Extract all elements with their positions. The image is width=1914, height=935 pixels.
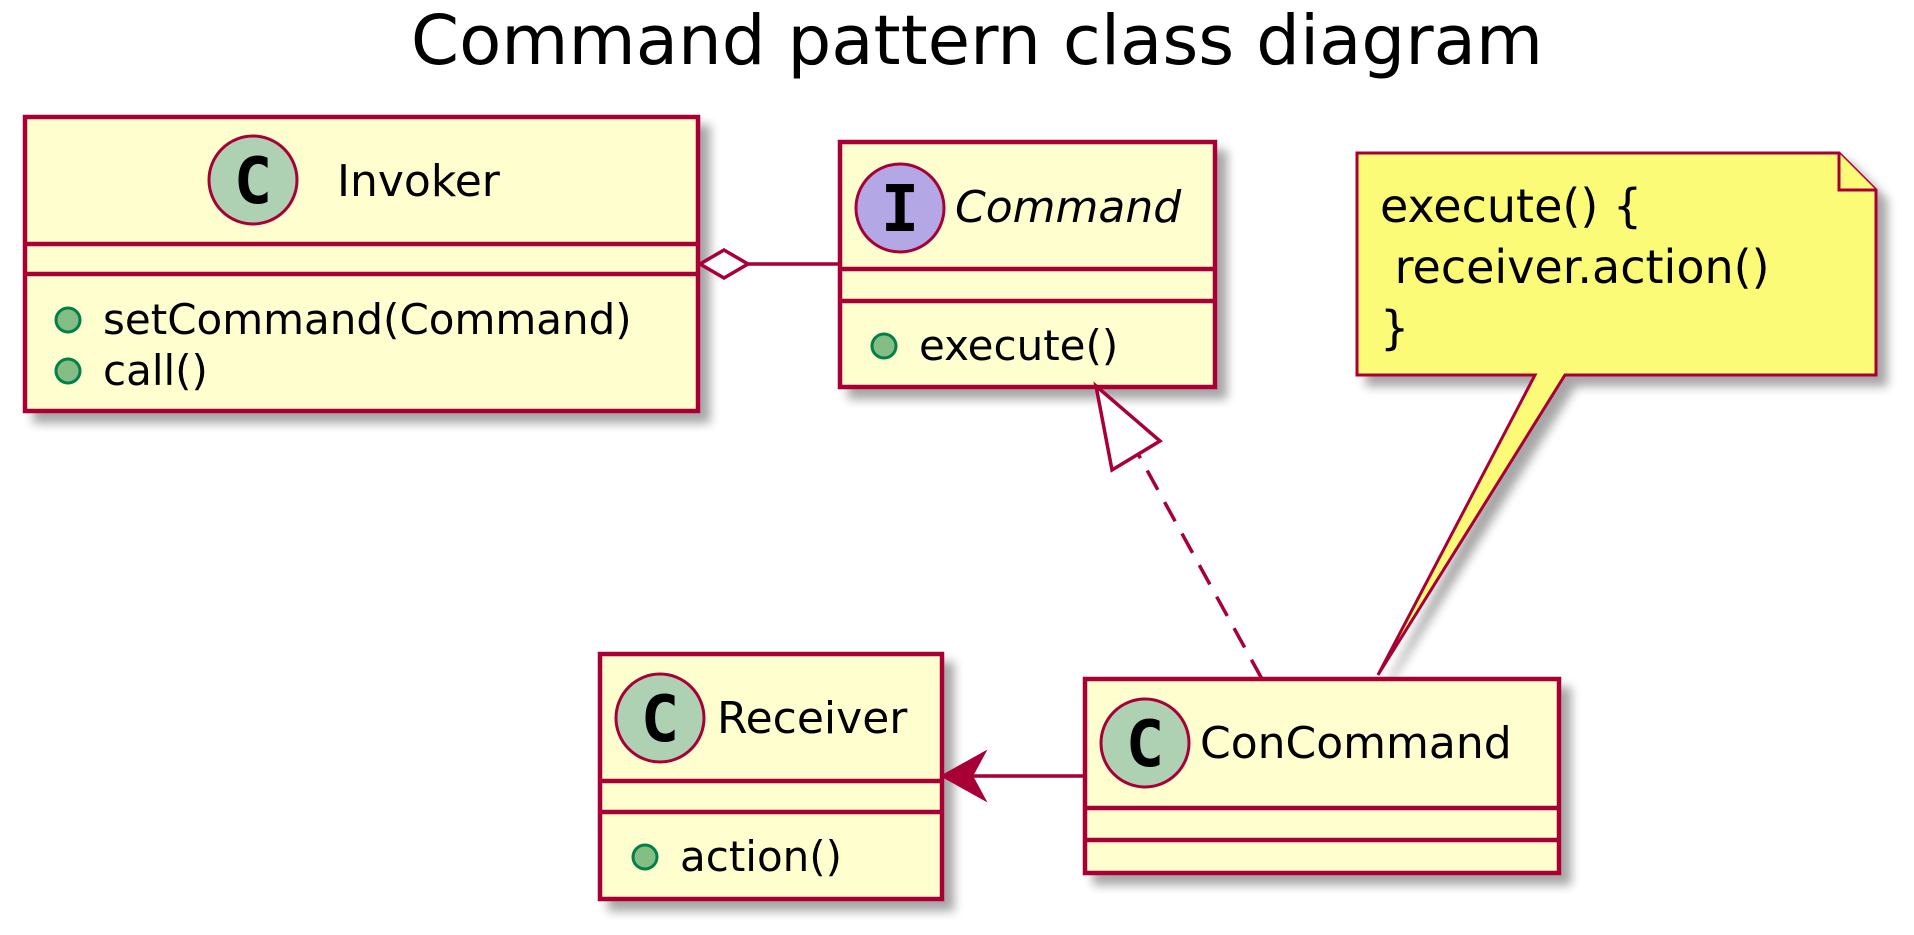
diagram-title: Command pattern class diagram bbox=[411, 1, 1543, 81]
association-edge bbox=[939, 749, 1085, 803]
note-line: receiver.action() bbox=[1380, 240, 1770, 294]
note: execute() { receiver.action() } bbox=[1355, 151, 1878, 676]
method: setCommand(Command) bbox=[103, 295, 632, 344]
class-name: Receiver bbox=[717, 693, 908, 744]
class-invoker: C Invoker setCommand(Command) call() bbox=[22, 114, 701, 414]
class-stereotype: C bbox=[641, 683, 680, 757]
interface-name: Command bbox=[955, 182, 1182, 233]
aggregation-edge bbox=[696, 247, 840, 281]
public-method-icon bbox=[870, 332, 898, 360]
method: action() bbox=[680, 832, 842, 881]
class-name: Invoker bbox=[337, 156, 501, 207]
realization-edge bbox=[1093, 381, 1264, 680]
public-method-icon bbox=[54, 306, 82, 334]
association-arrowhead-icon bbox=[939, 749, 988, 803]
method: call() bbox=[103, 346, 208, 395]
note-line: execute() { bbox=[1380, 179, 1642, 233]
class-badge-icon bbox=[207, 134, 299, 226]
class-stereotype: C bbox=[234, 145, 273, 219]
class-badge-icon bbox=[1099, 697, 1191, 789]
class-receiver: C Receiver action() bbox=[597, 651, 945, 902]
method: execute() bbox=[919, 321, 1118, 370]
realization-arrowhead-icon bbox=[1093, 381, 1163, 473]
public-method-icon bbox=[631, 843, 659, 871]
interface-command: I Command execute() bbox=[837, 139, 1218, 390]
class-concommand: C ConCommand bbox=[1082, 676, 1562, 876]
interface-stereotype: I bbox=[881, 173, 920, 247]
class-stereotype: C bbox=[1126, 708, 1165, 782]
note-line: } bbox=[1380, 301, 1409, 355]
interface-badge-icon bbox=[854, 162, 946, 254]
class-badge-icon bbox=[614, 672, 706, 764]
class-name: ConCommand bbox=[1200, 718, 1512, 769]
aggregation-diamond-icon bbox=[696, 247, 752, 281]
public-method-icon bbox=[54, 357, 82, 385]
